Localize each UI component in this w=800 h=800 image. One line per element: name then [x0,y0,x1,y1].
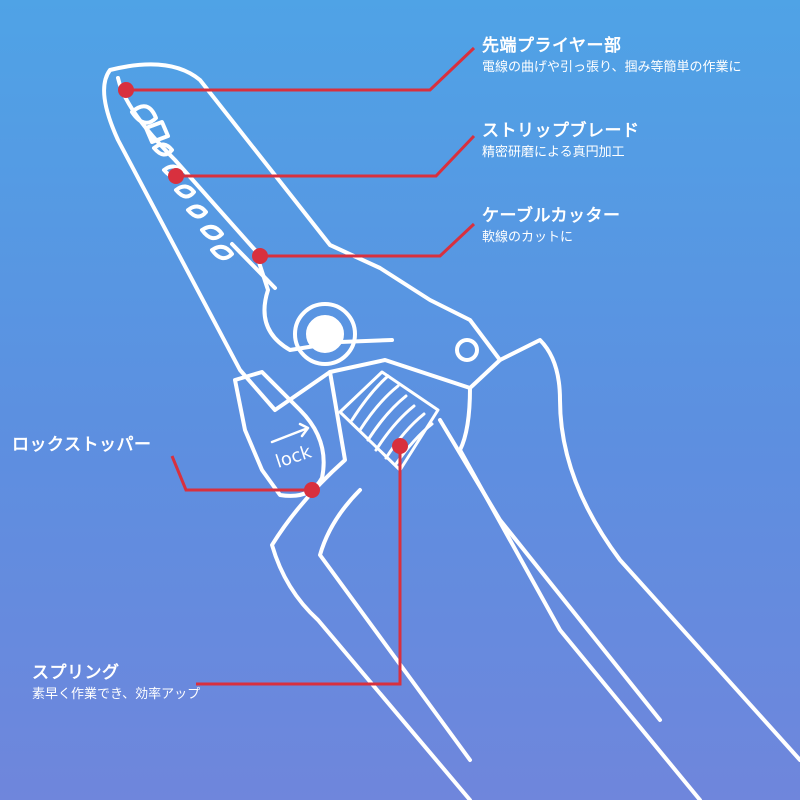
pivot-bolt-inner [306,315,344,353]
strip-hole [130,104,158,125]
callout-strip: ストリップブレード 精密研磨による真円加工 [482,120,640,162]
callout-lock-title: ロックストッパー [12,435,152,455]
callout-spring-title: スプリング [32,663,120,683]
lock-direction-arrow-icon [270,422,310,444]
small-rivet [455,338,479,362]
callout-tip-title: 先端プライヤー部 [482,36,622,56]
callout-cable: ケーブルカッター 軟線のカットに [482,205,620,247]
callout-cable-title: ケーブルカッター [482,206,621,226]
callout-cable-desc: 軟線のカットに [482,230,574,245]
lock-text: lock [273,441,315,472]
callout-tip: 先端プライヤー部 電線の曲げや引っ張り、掴み等簡単の作業に [482,35,741,77]
callout-dot-lock [304,482,320,498]
callout-lock: ロックストッパー [12,434,152,456]
callout-spring-desc: 素早く作業でき、効率アップ [32,687,201,702]
callout-dot-cable [252,248,268,264]
strip-hole [152,142,174,157]
callout-spring: スプリング 素早く作業でき、効率アップ [32,662,200,704]
cutter-blade [230,242,277,290]
callout-line-spring [196,446,402,686]
strip-hole [174,184,196,199]
spring-coil [338,370,440,472]
strip-hole [144,120,170,144]
callout-line-lock [170,455,312,492]
callout-dot-strip [168,168,184,184]
lock-stopper-outline [233,370,326,498]
callout-strip-desc: 精密研磨による真円加工 [482,145,625,160]
lower-handle-inner [318,488,472,762]
callout-tip-desc: 電線の曲げや引っ張り、掴み等簡単の作業に [482,60,742,75]
callout-line-tip [126,46,476,92]
lower-handle-outline [270,370,472,800]
upper-handle-inner [438,418,662,722]
callout-strip-title: ストリップブレード [482,121,640,141]
upper-jaw-outline [102,62,502,412]
stripping-holes [130,104,234,261]
upper-handle-grip [498,338,800,762]
callout-dot-spring [392,438,408,454]
strip-hole [200,224,224,241]
strip-hole [186,204,208,219]
pivot-bolt [293,302,357,366]
strip-hole [210,244,234,261]
upper-handle-outline [458,386,702,800]
callout-line-cable [260,222,476,258]
callout-line-strip [176,134,476,178]
callout-dot-tip [118,82,134,98]
